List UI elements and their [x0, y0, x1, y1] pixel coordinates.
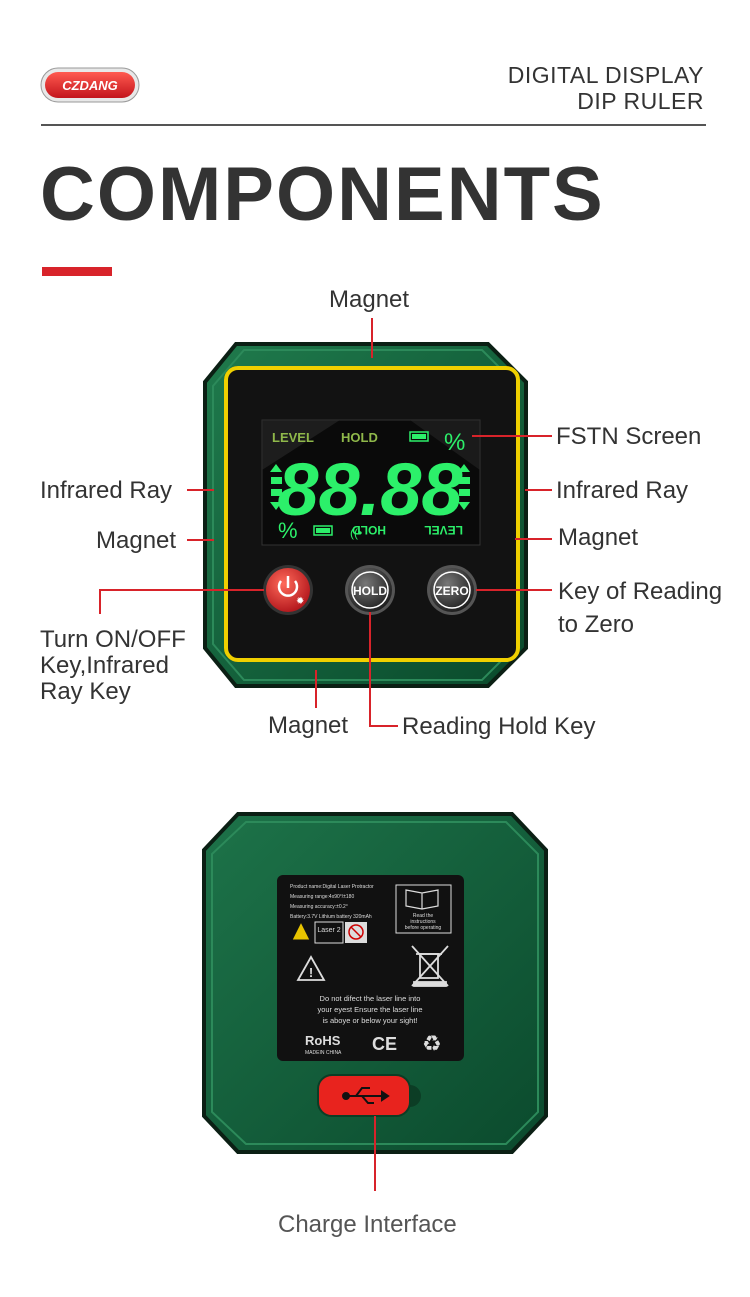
made-in-text: MADEIN CHINA: [305, 1050, 342, 1056]
caution-triangle-icon: [296, 955, 326, 981]
zero-button[interactable]: ZERO: [427, 565, 477, 615]
recycle-icon: ♻: [422, 1031, 442, 1056]
arrow-down-left-icon: [270, 502, 282, 510]
arrow-up-left-icon: [270, 464, 282, 472]
read-instructions-box: [395, 884, 452, 934]
label-magnet-top: Magnet: [329, 286, 410, 313]
rohs-mark: RoHS: [305, 1033, 341, 1048]
power-icon: [277, 580, 299, 597]
product-heading: DIGITAL DISPLAY DIP RULER: [508, 62, 704, 114]
power-button[interactable]: ✹: [263, 565, 313, 615]
spec-line-2: Measuring range:4x90°/±180: [290, 894, 354, 900]
label-infrared-left: Infrared Ray: [40, 477, 173, 504]
screen-level-text: LEVEL: [272, 430, 314, 445]
warning-line-3: is aboye or below your sight!: [322, 1016, 417, 1025]
label-infrared-right: Infrared Ray: [556, 477, 689, 504]
laser-warning-icon: [291, 920, 311, 941]
usb-icon: [342, 1087, 390, 1104]
label-key-zero-line2: to Zero: [558, 611, 635, 638]
screen-level-mirror: LEVEL: [424, 523, 463, 537]
label-key-zero-line1: Key of Reading: [558, 578, 723, 605]
weee-bin-icon: [411, 945, 449, 987]
warning-line-1: Do not difect the laser line into: [320, 994, 421, 1003]
back-diagram: Product name:Digital Laser Protractor Me…: [202, 812, 548, 1191]
yellow-frame: [224, 366, 520, 662]
label-fstn-screen: FSTN Screen: [556, 423, 702, 450]
screen-percent-top: %: [444, 429, 465, 456]
header-divider: [41, 124, 706, 126]
label-key-zero: Key of Reading to Zero: [558, 575, 722, 641]
product-heading-line1: DIGITAL DISPLAY: [507, 62, 704, 88]
read-instructions-2: instructions: [410, 919, 436, 925]
label-magnet-right: Magnet: [558, 524, 639, 551]
laser-icon: ✹: [296, 596, 304, 607]
label-hold-key: Reading Hold Key: [402, 713, 596, 740]
screen-hold-mirror: HOLD: [352, 523, 386, 537]
screen-hold-text: HOLD: [341, 430, 378, 445]
front-diagram: LEVEL HOLD % 88.88 % ((• HOLD LEVEL ✹ HO…: [99, 318, 552, 727]
brand-logo-text: CZDANG: [62, 78, 118, 93]
laser-wave-icon: ((•: [350, 526, 362, 540]
spec-line-4: Battery:3.7V Lithium battery 320mAh: [290, 914, 372, 920]
battery-icon-bottom: [313, 525, 333, 536]
arrow-up-right-icon: [458, 464, 470, 472]
screen-percent-bottom: %: [278, 518, 298, 543]
page-title: COMPONENTS: [40, 152, 605, 237]
read-instructions-3: before operating: [405, 925, 442, 931]
ce-mark: CE: [372, 1034, 397, 1054]
spec-line-1: Product name:Digital Laser Protractor: [290, 884, 374, 890]
brand-logo: CZDANG: [40, 67, 140, 103]
leader-lines: [99, 318, 552, 727]
zero-button-label: ZERO: [435, 584, 468, 598]
label-power-key: Turn ON/OFF Key,Infrared Ray Key: [40, 627, 186, 705]
label-charge-interface: Charge Interface: [278, 1211, 457, 1238]
warning-line-2: your eyest Ensure the laser line: [317, 1005, 422, 1014]
battery-icon: [409, 431, 429, 442]
hold-button[interactable]: HOLD: [345, 565, 395, 615]
laser-class-text: Laser 2: [317, 927, 340, 934]
label-power-key-line3: Ray Key: [40, 678, 131, 705]
no-eye-icon: [348, 924, 364, 940]
product-heading-line2: DIP RULER: [577, 88, 704, 114]
spec-line-3: Measuring accuracy:±0.2°: [290, 904, 348, 910]
hold-button-label: HOLD: [353, 584, 387, 598]
svg-text:!: !: [309, 965, 313, 980]
arrow-down-right-icon: [458, 502, 470, 510]
read-instructions-1: Read the: [413, 913, 434, 919]
screen-digits: 88.88: [277, 448, 463, 531]
book-icon: [405, 889, 439, 910]
label-power-key-line2: Key,Infrared: [40, 652, 169, 679]
label-magnet-bottom: Magnet: [268, 712, 349, 739]
label-magnet-left: Magnet: [96, 527, 177, 554]
label-power-key-line1: Turn ON/OFF: [40, 626, 186, 653]
title-accent-bar: [42, 267, 112, 276]
